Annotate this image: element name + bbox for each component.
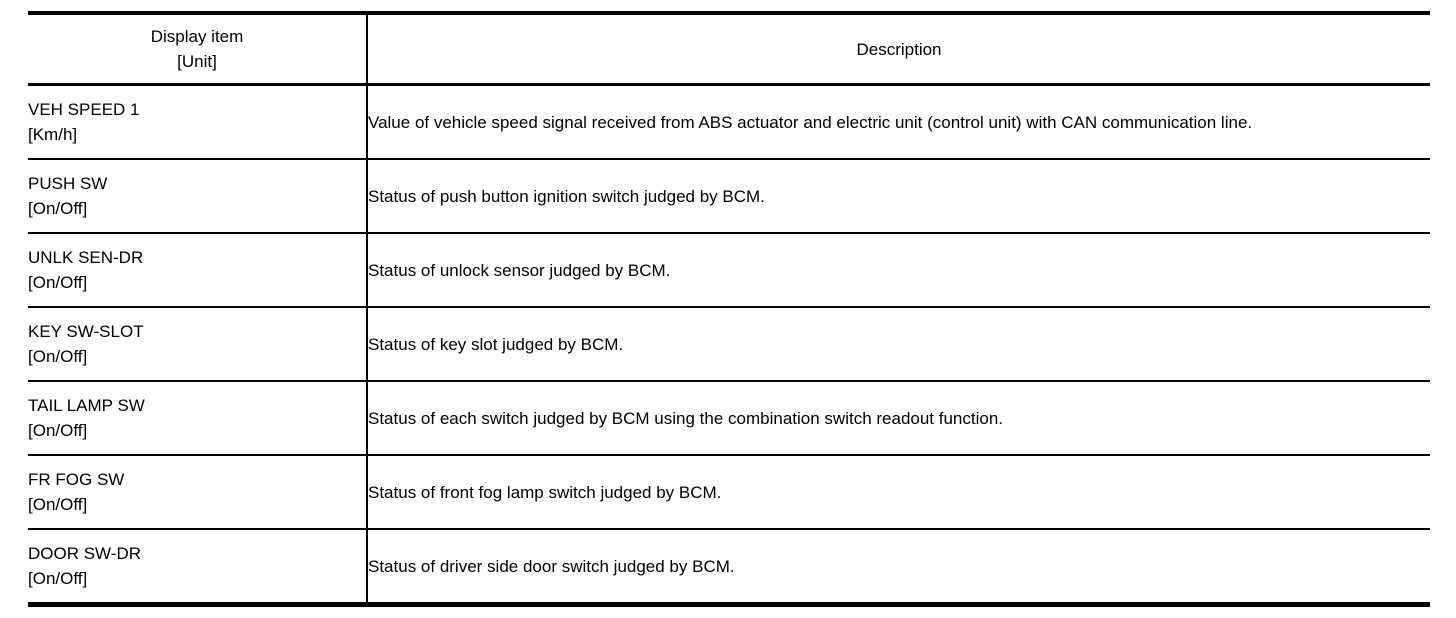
description-cell: Status of push button ignition switch ju… [367, 159, 1430, 234]
description-cell: Status of unlock sensor judged by BCM. [367, 233, 1430, 308]
item-unit: [On/Off] [28, 347, 88, 366]
item-cell: VEH SPEED 1 [Km/h] [28, 84, 368, 160]
table-row: TAIL LAMP SW [On/Off] Status of each swi… [28, 381, 1430, 456]
description-cell: Status of each switch judged by BCM usin… [367, 381, 1430, 456]
item-name: VEH SPEED 1 [28, 100, 140, 119]
item-cell: UNLK SEN-DR [On/Off] [28, 233, 368, 308]
item-name: PUSH SW [28, 174, 108, 193]
item-name: DOOR SW-DR [28, 544, 142, 563]
item-cell: KEY SW-SLOT [On/Off] [28, 307, 368, 382]
table-body: VEH SPEED 1 [Km/h] Value of vehicle spee… [28, 84, 1430, 605]
item-cell: PUSH SW [On/Off] [28, 159, 368, 234]
item-unit: [Km/h] [28, 125, 78, 144]
description-cell: Status of front fog lamp switch judged b… [367, 455, 1430, 530]
display-item-table: Display item [Unit] Description VEH SPEE… [28, 11, 1430, 607]
item-unit: [On/Off] [28, 495, 88, 514]
header-display-item-line1: Display item [150, 27, 244, 46]
item-cell: DOOR SW-DR [On/Off] [28, 529, 368, 605]
description-cell: Status of driver side door switch judged… [368, 556, 735, 576]
item-name: TAIL LAMP SW [28, 396, 145, 415]
header-description: Description [367, 13, 1430, 86]
item-name: FR FOG SW [28, 470, 125, 489]
table-row: PUSH SW [On/Off] Status of push button i… [28, 159, 1430, 234]
table-row: VEH SPEED 1 [Km/h] Value of vehicle spee… [28, 84, 1430, 160]
item-unit: [On/Off] [28, 199, 88, 218]
item-unit: [On/Off] [28, 569, 88, 588]
description-cell: Value of vehicle speed signal received f… [367, 84, 1430, 160]
table-row: DOOR SW-DR [On/Off] Status of driver sid… [28, 529, 1430, 605]
item-unit: [On/Off] [28, 273, 88, 292]
description-cell: Status of key slot judged by BCM. [367, 307, 1430, 382]
item-unit: [On/Off] [28, 421, 88, 440]
item-cell: FR FOG SW [On/Off] [28, 455, 368, 530]
header-display-item-line2: [Unit] [177, 52, 217, 71]
item-name: UNLK SEN-DR [28, 248, 144, 267]
table-row: FR FOG SW [On/Off] Status of front fog l… [28, 455, 1430, 530]
item-cell: TAIL LAMP SW [On/Off] [28, 381, 368, 456]
header-display-item: Display item [Unit] [28, 13, 368, 86]
item-name: KEY SW-SLOT [28, 322, 144, 341]
header-row: Display item [Unit] Description [28, 13, 1430, 86]
table-header: Display item [Unit] Description [28, 13, 1430, 86]
table-row: KEY SW-SLOT [On/Off] Status of key slot … [28, 307, 1430, 382]
table-row: UNLK SEN-DR [On/Off] Status of unlock se… [28, 233, 1430, 308]
